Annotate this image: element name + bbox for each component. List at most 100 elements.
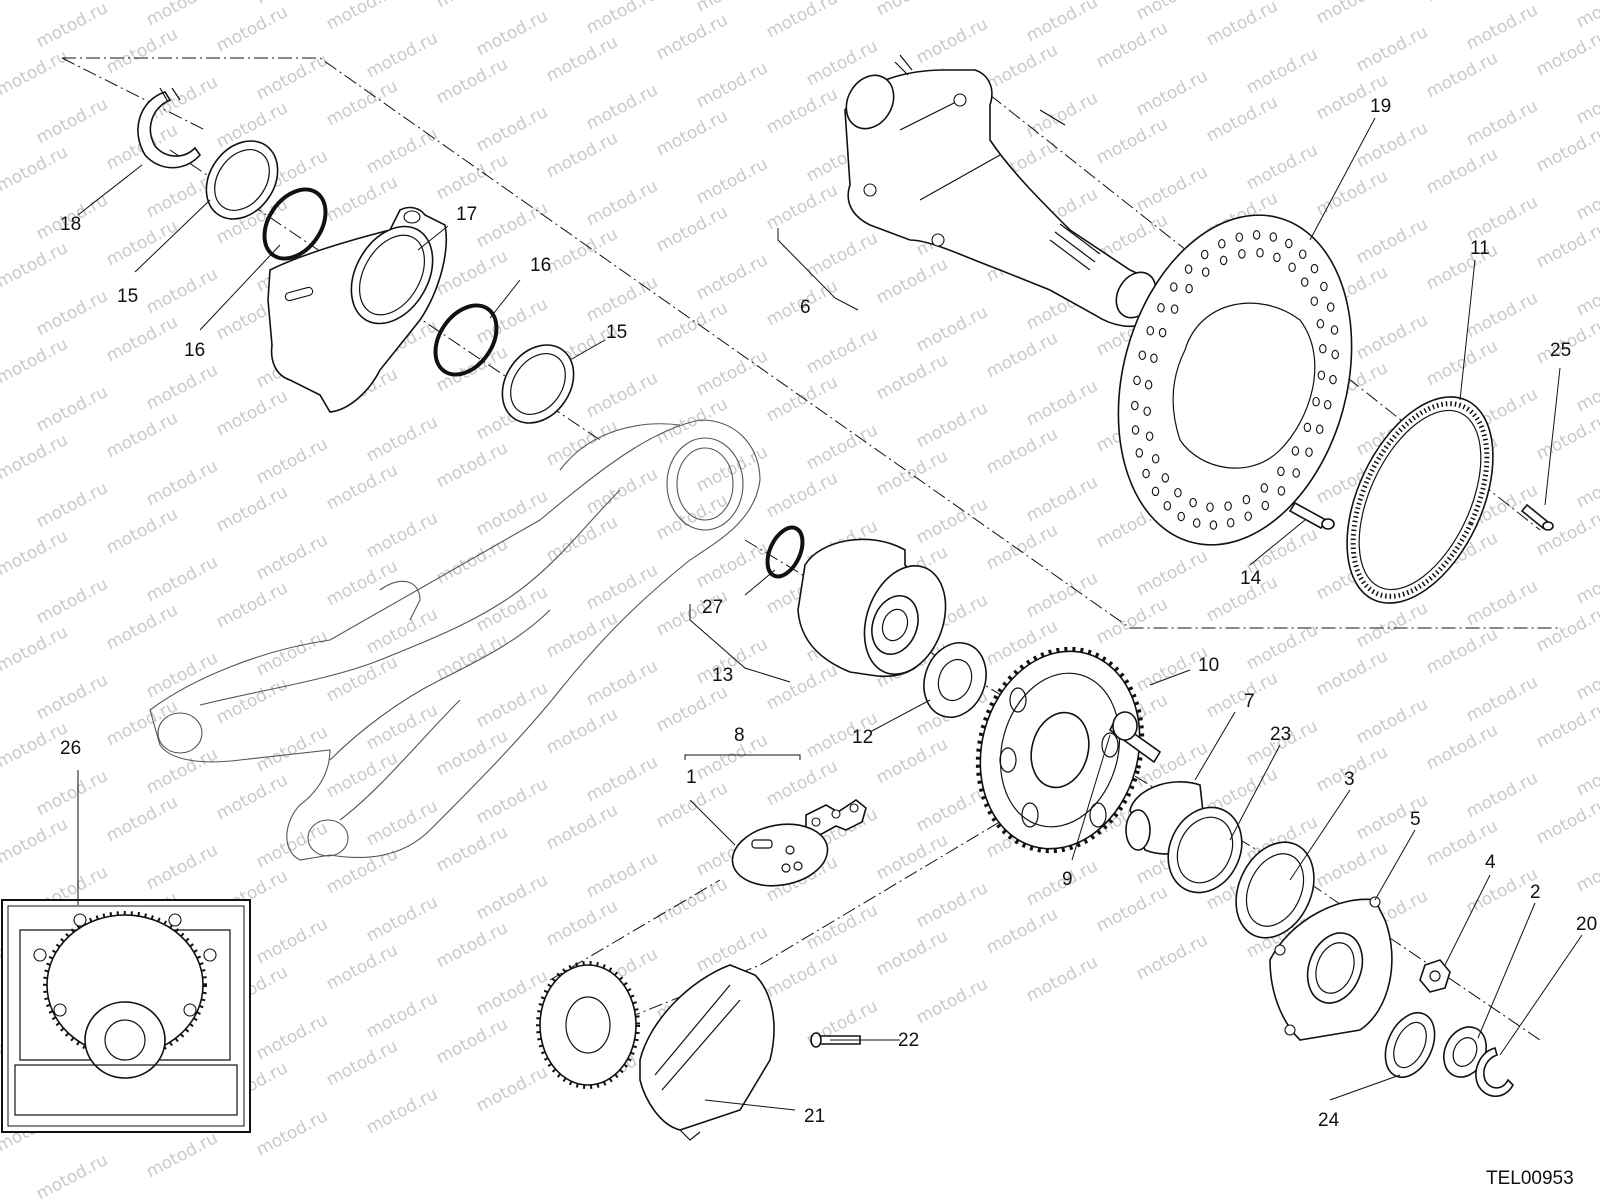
watermark-text: motod.ru: [143, 840, 221, 894]
part-15-seal-inner: [501, 344, 575, 424]
callout-27: 27: [702, 597, 723, 618]
disc-hole: [1269, 232, 1278, 242]
watermark-text: motod.ru: [33, 286, 111, 340]
watermark-text: motod.ru: [1533, 410, 1600, 464]
disc-hole: [1312, 396, 1320, 407]
watermark-text: motod.ru: [1353, 214, 1431, 268]
watermark-text: motod.ru: [763, 468, 841, 522]
watermark-text: motod.ru: [33, 382, 111, 436]
watermark-text: motod.ru: [763, 180, 841, 234]
watermark-text: motod.ru: [33, 670, 111, 724]
watermark-text: motod.ru: [33, 766, 111, 820]
disc-hole: [1135, 448, 1144, 458]
watermark-text: motod.ru: [983, 424, 1061, 478]
watermark-text: motod.ru: [1533, 794, 1600, 848]
watermark-text: motod.ru: [583, 560, 661, 614]
group-brackets: [684, 228, 859, 760]
callout-18: 18: [60, 214, 81, 235]
watermark-text: motod.ru: [33, 478, 111, 532]
watermark-text: motod.ru: [1313, 838, 1391, 892]
watermark-text: motod.ru: [543, 416, 621, 470]
watermark-text: motod.ru: [583, 368, 661, 422]
part-10-rear-sprocket: [975, 646, 1145, 854]
part-12-spacer: [923, 642, 987, 718]
part-1-master-link-kit: [731, 823, 829, 887]
disc-hole: [1317, 370, 1326, 380]
watermark-text: motod.ru: [693, 250, 771, 304]
watermark-text: motod.ru: [473, 774, 551, 828]
watermark-text: motod.ru: [543, 32, 621, 86]
watermark-text: motod.ru: [213, 482, 291, 536]
watermark-text: motod.ru: [583, 272, 661, 326]
part-23-bush: [1167, 806, 1243, 894]
watermark-text: motod.ru: [583, 752, 661, 806]
disc-hole: [1224, 501, 1232, 511]
disc-hole: [1158, 327, 1167, 338]
disc-hole: [1305, 447, 1313, 457]
part-14-screw: [1288, 501, 1335, 530]
watermark-text: motod.ru: [1023, 568, 1101, 622]
watermark-text: motod.ru: [983, 40, 1061, 94]
part-11-abs-tone-ring: [1346, 396, 1494, 604]
watermark-text: motod.ru: [1573, 266, 1600, 320]
watermark-text: motod.ru: [433, 54, 511, 108]
watermark-text: motod.ru: [323, 652, 401, 706]
watermark-text: motod.ru: [583, 80, 661, 134]
disc-hole: [1244, 511, 1252, 521]
watermark-text: motod.ru: [583, 0, 661, 38]
watermark-text: motod.ru: [0, 622, 71, 676]
disc-hole: [1298, 249, 1307, 259]
disc-hole: [1285, 238, 1293, 249]
watermark-text: motod.ru: [1573, 458, 1600, 512]
watermark-text: motod.ru: [803, 228, 881, 282]
watermark-text: motod.ru: [473, 294, 551, 348]
callout-1: 1: [686, 767, 697, 788]
watermark-text: motod.ru: [363, 1084, 441, 1138]
watermark-text: motod.ru: [33, 574, 111, 628]
part-16-o-ring-outer: [262, 187, 328, 261]
disc-hole: [1256, 248, 1264, 258]
disc-hole: [1226, 518, 1235, 528]
watermark-text: motod.ru: [433, 822, 511, 876]
watermark-text: motod.ru: [433, 630, 511, 684]
watermark-text: motod.ru: [1023, 0, 1101, 46]
watermark-text: motod.ru: [213, 2, 291, 56]
watermark-text: motod.ru: [1023, 376, 1101, 430]
disc-hole: [1303, 422, 1312, 433]
watermark-text: motod.ru: [363, 508, 441, 562]
callout-12: 12: [852, 727, 873, 748]
disc-hole: [1177, 511, 1185, 522]
watermark-text: motod.ru: [1023, 472, 1101, 526]
watermark-text: motod.ru: [1353, 694, 1431, 748]
disc-hole: [1138, 350, 1147, 360]
disc-hole: [1331, 349, 1339, 360]
callout-21: 21: [804, 1106, 825, 1127]
disc-hole: [1330, 325, 1339, 335]
watermark-text: motod.ru: [1023, 952, 1101, 1006]
disc-hole: [1292, 468, 1300, 478]
watermark-text: motod.ru: [583, 464, 661, 518]
watermark-text: motod.ru: [1573, 74, 1600, 128]
watermark-text: motod.ru: [0, 334, 71, 388]
disc-hole: [1170, 304, 1179, 314]
disc-hole: [1209, 520, 1218, 530]
watermark-text: motod.ru: [583, 176, 661, 230]
part-25-screw: [1520, 503, 1554, 531]
watermark-text: motod.ru: [213, 386, 291, 440]
watermark-text: motod.ru: [1353, 22, 1431, 76]
watermark-text: motod.ru: [143, 456, 221, 510]
watermark-text: motod.ru: [473, 102, 551, 156]
part-27-o-ring: [765, 525, 805, 579]
watermark-text: motod.ru: [253, 530, 331, 584]
watermark-text: motod.ru: [763, 84, 841, 138]
watermark-text: motod.ru: [103, 24, 181, 78]
watermark-text: motod.ru: [543, 896, 621, 950]
watermark-text: motod.ru: [323, 940, 401, 994]
callout-3: 3: [1344, 769, 1355, 790]
watermark-text: motod.ru: [363, 412, 441, 466]
watermark-text: motod.ru: [1533, 602, 1600, 656]
watermark-text: motod.ru: [763, 0, 841, 42]
watermark-text: motod.ru: [253, 1010, 331, 1064]
callout-26: 26: [60, 738, 81, 759]
